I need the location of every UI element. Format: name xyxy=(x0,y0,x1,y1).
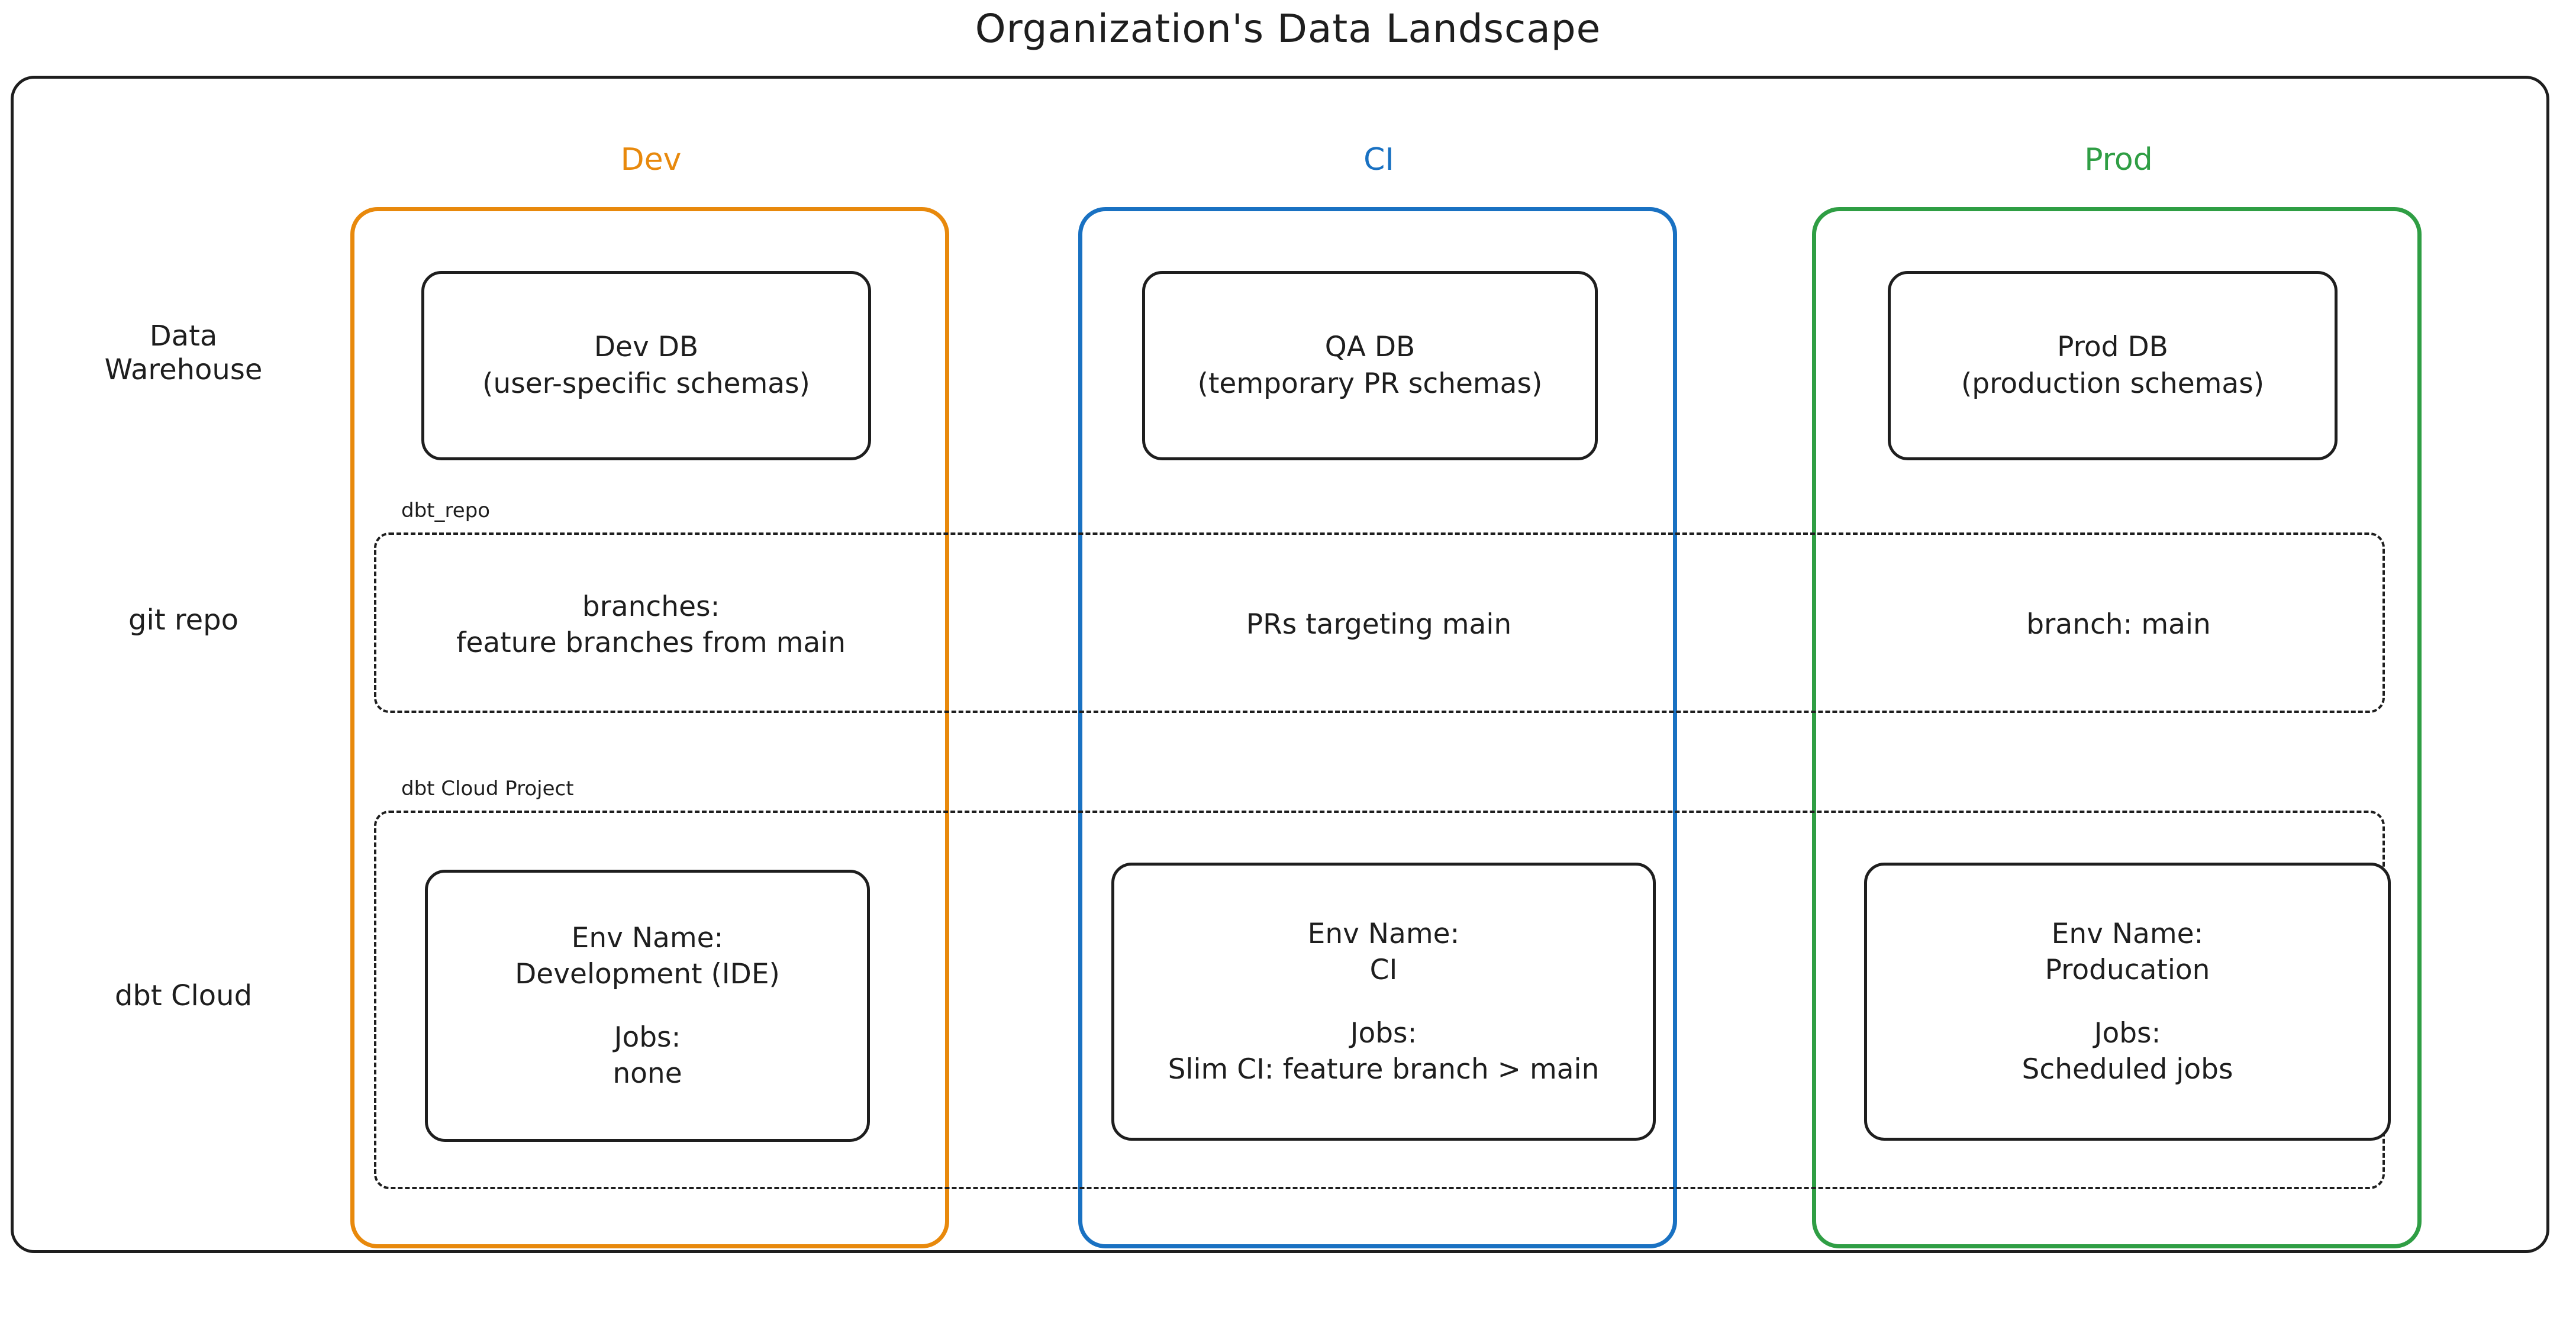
dbt-env-card-ci[interactable]: Env Name: CI Jobs: Slim CI: feature bran… xyxy=(1111,863,1656,1141)
diagram-title: Organization's Data Landscape xyxy=(975,6,1601,51)
node-title: Dev DB xyxy=(594,330,699,363)
environment-column-prod xyxy=(1812,207,2422,1248)
node-subtitle: (production schemas) xyxy=(1961,367,2265,400)
column-header-prod: Prod xyxy=(2084,142,2153,177)
env-name-value: Producation xyxy=(2045,953,2210,986)
env-name-label: Env Name: xyxy=(571,921,724,954)
row-label-line-1: Data xyxy=(149,319,218,353)
git-cell-line-1: branches: xyxy=(582,590,720,623)
jobs-value: Slim CI: feature branch > main xyxy=(1168,1053,1600,1086)
outer-frame xyxy=(11,76,2549,1253)
git-cell-dev: branches: feature branches from main xyxy=(355,589,947,661)
jobs-value: none xyxy=(612,1057,682,1090)
row-label-git-repo: git repo xyxy=(36,603,331,637)
node-title: Prod DB xyxy=(2057,330,2168,363)
git-cell-line-1: PRs targeting main xyxy=(1246,608,1512,641)
column-header-dev: Dev xyxy=(620,142,682,177)
env-name-value: CI xyxy=(1369,953,1398,986)
row-label-line-1: git repo xyxy=(128,603,238,637)
git-cell-prod: branch: main xyxy=(1823,606,2414,643)
git-cell-line-2: feature branches from main xyxy=(456,627,846,660)
dbt-env-card-prod[interactable]: Env Name: Producation Jobs: Scheduled jo… xyxy=(1864,863,2391,1141)
environment-column-dev xyxy=(350,207,949,1248)
group-dbt-repo xyxy=(374,532,2385,713)
dbt-env-card-dev[interactable]: Env Name: Development (IDE) Jobs: none xyxy=(425,870,870,1142)
column-header-ci: CI xyxy=(1363,142,1394,177)
git-cell-line-1: branch: main xyxy=(2026,608,2211,641)
jobs-value: Scheduled jobs xyxy=(2022,1053,2233,1086)
jobs-label: Jobs: xyxy=(2094,1017,2161,1050)
row-label-data-warehouse: Data Warehouse xyxy=(36,319,331,386)
node-title: QA DB xyxy=(1324,330,1416,363)
environment-column-ci xyxy=(1078,207,1677,1248)
group-label-dbt-repo: dbt_repo xyxy=(395,499,496,522)
group-label-dbt-cloud-project: dbt Cloud Project xyxy=(395,777,580,800)
row-label-line-1: dbt Cloud xyxy=(114,979,253,1012)
row-label-dbt-cloud: dbt Cloud xyxy=(36,979,331,1013)
node-qa-db[interactable]: QA DB (temporary PR schemas) xyxy=(1142,271,1598,460)
row-label-line-2: Warehouse xyxy=(104,353,263,386)
node-subtitle: (temporary PR schemas) xyxy=(1197,367,1543,400)
env-name-label: Env Name: xyxy=(2051,917,2204,950)
node-subtitle: (user-specific schemas) xyxy=(482,367,810,400)
env-name-label: Env Name: xyxy=(1307,917,1460,950)
env-name-value: Development (IDE) xyxy=(515,957,780,990)
jobs-label: Jobs: xyxy=(1350,1017,1417,1050)
node-prod-db[interactable]: Prod DB (production schemas) xyxy=(1888,271,2338,460)
jobs-label: Jobs: xyxy=(614,1021,681,1054)
git-cell-ci: PRs targeting main xyxy=(1083,606,1675,643)
node-dev-db[interactable]: Dev DB (user-specific schemas) xyxy=(421,271,871,460)
